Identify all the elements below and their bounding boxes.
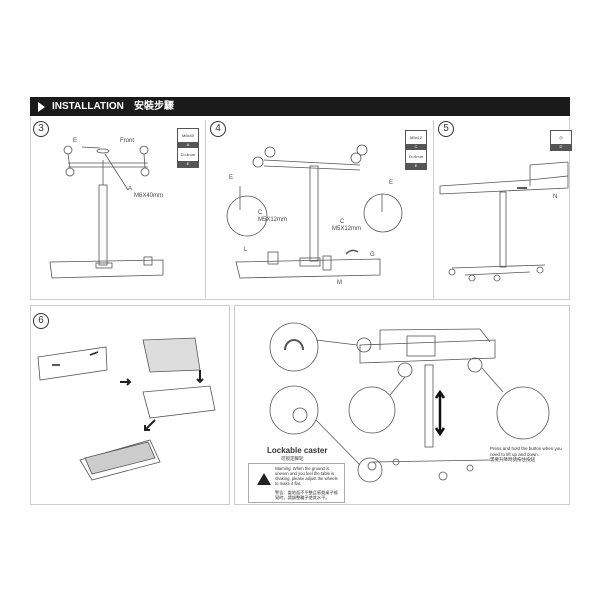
- button-note-text: Press and hold the button when you need …: [490, 446, 562, 457]
- button-note: Press and hold the button when you need …: [490, 446, 565, 463]
- warning-box: Warning: When the ground is uneven and y…: [248, 463, 345, 503]
- step-4-number: 4: [210, 121, 226, 137]
- label-c-size: M5X12mm: [258, 217, 288, 223]
- label-e: E: [73, 138, 78, 144]
- label-c-size: M5X12mm: [332, 226, 362, 232]
- caster-title: Lockable caster: [267, 446, 328, 455]
- warning-text: Warning: When the ground is uneven and y…: [275, 466, 338, 486]
- divider: [433, 120, 434, 298]
- label-e: E: [229, 175, 234, 181]
- step-5-number: 5: [438, 121, 454, 137]
- step6-drawing: [37, 337, 216, 481]
- label-a-size: M6X40mm: [134, 193, 164, 199]
- part-spec: D=4mm: [408, 154, 424, 159]
- part-key: E: [178, 161, 198, 167]
- step-6-number: 6: [33, 313, 49, 329]
- row-top-panels: [30, 117, 570, 300]
- warning-text-cn: 警告：當地面不平整且感覺桌子搖晃時，請調整輪子使其水平。: [275, 490, 338, 500]
- step7-drawing: [257, 322, 550, 485]
- divider: [205, 120, 206, 298]
- bolt-icon: ◎: [559, 135, 563, 140]
- part-spec: D=4mm: [180, 152, 196, 157]
- part-spec: M5x12: [409, 135, 422, 140]
- caster-title-cn: 可锁定脚轮: [281, 456, 304, 461]
- step5-parts-legend: ◎D: [550, 130, 572, 151]
- part-spec: M6x40: [181, 133, 194, 138]
- step3-drawing: [49, 145, 164, 279]
- label-front: Front: [120, 138, 135, 144]
- header-title: INSTALLATION: [52, 101, 124, 112]
- label-c: C: [258, 210, 263, 216]
- label-c: C: [340, 219, 345, 225]
- label-n: N: [553, 194, 558, 200]
- part-key: D: [551, 144, 571, 150]
- step4-drawing: [226, 144, 403, 279]
- label-a: A: [128, 186, 133, 192]
- part-key: E: [406, 163, 426, 169]
- installation-header: INSTALLATION 安裝步驟: [30, 97, 570, 116]
- header-title-cn: 安裝步驟: [134, 101, 174, 112]
- step5-drawing: [439, 161, 569, 282]
- label-l: L: [244, 247, 248, 253]
- part-key: C: [406, 144, 426, 150]
- play-triangle-icon: [38, 102, 45, 112]
- step-3-number: 3: [33, 121, 49, 137]
- button-note-cn: 需要升降時請按住按鈕: [490, 457, 535, 462]
- step6-panel: [30, 305, 230, 505]
- label-g: G: [370, 252, 375, 258]
- step7-panel: [234, 305, 570, 505]
- label-e: E: [389, 180, 394, 186]
- part-key: A: [178, 142, 198, 148]
- label-m: M: [337, 280, 342, 286]
